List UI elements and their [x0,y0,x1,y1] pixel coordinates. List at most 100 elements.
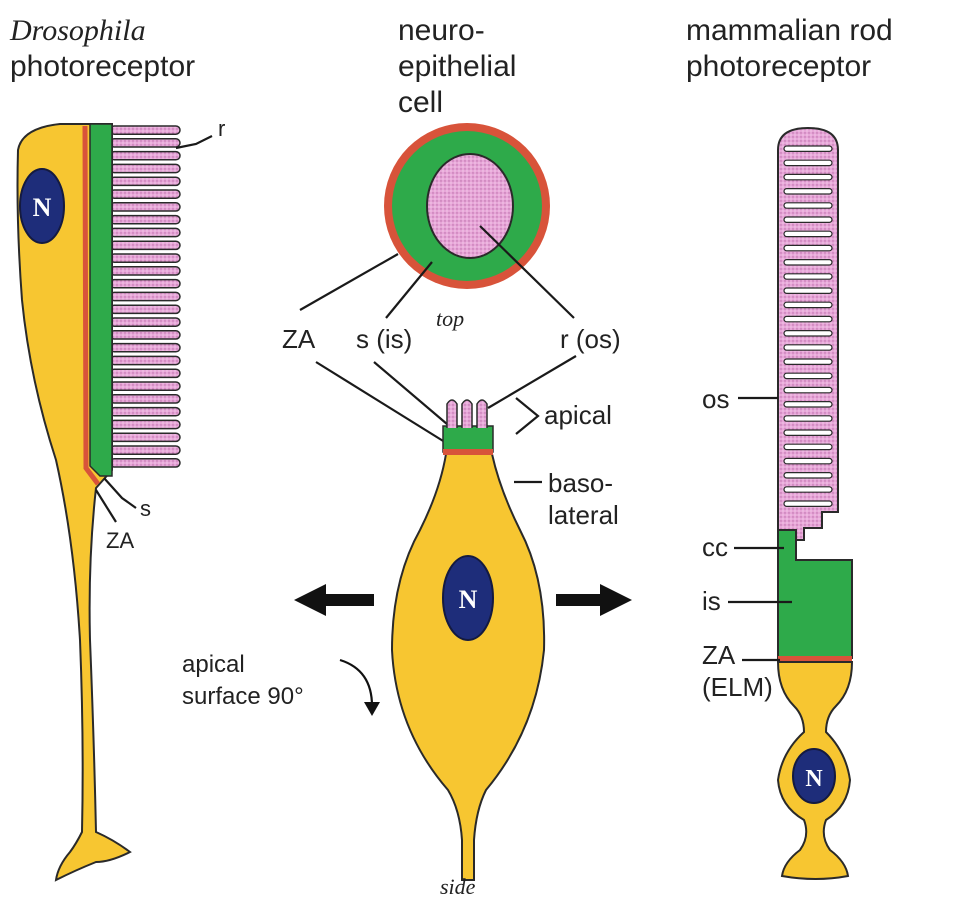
rod-disc [784,345,832,350]
neuro-top-view-label: top [436,306,464,331]
curved-arrow-icon [340,660,372,706]
drosophila-microvillus [110,318,180,326]
drosophila-microvillus [110,139,180,147]
drosophila-microvillus [110,241,180,249]
rod-disc [784,260,832,265]
neuro-side-za-band [443,449,493,455]
rod-disc [784,416,832,421]
drosophila-microvillus [110,331,180,339]
drosophila-microvillus [110,344,180,352]
drosophila-title-species: Drosophila [9,14,146,47]
neuro-title-line3: cell [398,86,443,119]
neuro-side-apical-green [443,426,493,452]
rod-disc [784,302,832,307]
neuro-label-za: ZA [282,324,316,354]
neuro-apical-bracket [516,398,538,434]
rod-disc [784,501,832,506]
rod-disc [784,160,832,165]
right-arrow-icon [556,584,632,616]
rod-label-elm: (ELM) [702,672,773,702]
drosophila-microvillus [110,305,180,313]
drosophila-microvillus [110,228,180,236]
rod-disc [784,146,832,151]
neuro-nucleus-label: N [459,585,478,614]
drosophila-microvillus [110,356,180,364]
drosophila-microvillus [110,433,180,441]
curved-arrow-head-icon [364,702,380,716]
neuro-title-line2: epithelial [398,50,516,83]
neuro-microvillus [447,400,457,428]
rod-disc [784,231,832,236]
neuroepithelial-cell: neuro- epithelial cell top ZA s (is) r (… [182,14,632,899]
drosophila-microvillus [110,177,180,185]
rod-disc [784,331,832,336]
rod-disc [784,373,832,378]
rotation-note-line1: apical [182,651,245,678]
rod-nucleus-label: N [805,766,823,792]
drosophila-rhabdomere [110,126,180,467]
neuro-side-microvilli [447,400,487,428]
rod-disc [784,444,832,449]
rod-disc [784,387,832,392]
rod-title-line1: mammalian rod [686,14,893,47]
drosophila-microvillus [110,152,180,160]
neuro-side-cell-body [392,454,544,880]
drosophila-za-leader [96,490,116,522]
rod-label-cc: cc [702,532,728,562]
drosophila-microvillus [110,190,180,198]
mammalian-rod-photoreceptor: mammalian rod photoreceptor N os cc is Z… [686,14,893,879]
neuro-microvillus [477,400,487,428]
rod-disc [784,274,832,279]
neuro-title-line1: neuro- [398,14,485,47]
drosophila-title-cell: photoreceptor [10,50,195,83]
drosophila-s-leader [104,478,136,508]
rod-title-line2: photoreceptor [686,50,871,83]
neuro-za-leader-side [316,362,448,444]
rod-disc [784,473,832,478]
drosophila-microvillus [110,292,180,300]
neuro-s-leader-top [386,262,432,318]
drosophila-microvillus [110,369,180,377]
neuro-label-baso-2: lateral [548,500,619,530]
neuro-top-apical-center [427,154,513,258]
drosophila-label-za: ZA [106,528,134,553]
rod-disc [784,288,832,293]
rod-disc [784,203,832,208]
drosophila-label-r: r [218,116,225,141]
rod-disc [784,245,832,250]
drosophila-microvillus [110,267,180,275]
drosophila-stalk-green [90,124,112,476]
drosophila-microvillus [110,254,180,262]
drosophila-microvillus [110,216,180,224]
neuro-label-apical: apical [544,400,612,430]
rod-inner-segment [778,530,852,658]
drosophila-microvillus [110,382,180,390]
rod-label-za: ZA [702,640,736,670]
neuro-label-s-is: s (is) [356,324,412,354]
rod-label-os: os [702,384,729,414]
neuro-microvillus [462,400,472,428]
neuro-side-view-label: side [440,874,476,899]
drosophila-nucleus-label: N [33,193,52,222]
drosophila-microvillus [110,420,180,428]
rotation-note-line2: surface 90° [182,683,304,710]
neuro-s-leader-side [374,362,454,430]
rod-disc [784,316,832,321]
rod-disc [784,402,832,407]
rod-disc [784,359,832,364]
drosophila-microvillus [110,446,180,454]
rod-disc [784,217,832,222]
rod-disc [784,487,832,492]
rod-disc [784,189,832,194]
drosophila-microvillus [110,126,180,134]
drosophila-r-leader [176,136,212,148]
rod-disc [784,430,832,435]
neuro-za-leader-top [300,254,398,310]
neuro-label-baso-1: baso- [548,468,613,498]
neuro-label-r-os: r (os) [560,324,621,354]
rod-disc [784,174,832,179]
drosophila-microvillus [110,280,180,288]
drosophila-microvillus [110,459,180,467]
drosophila-label-s: s [140,496,151,521]
